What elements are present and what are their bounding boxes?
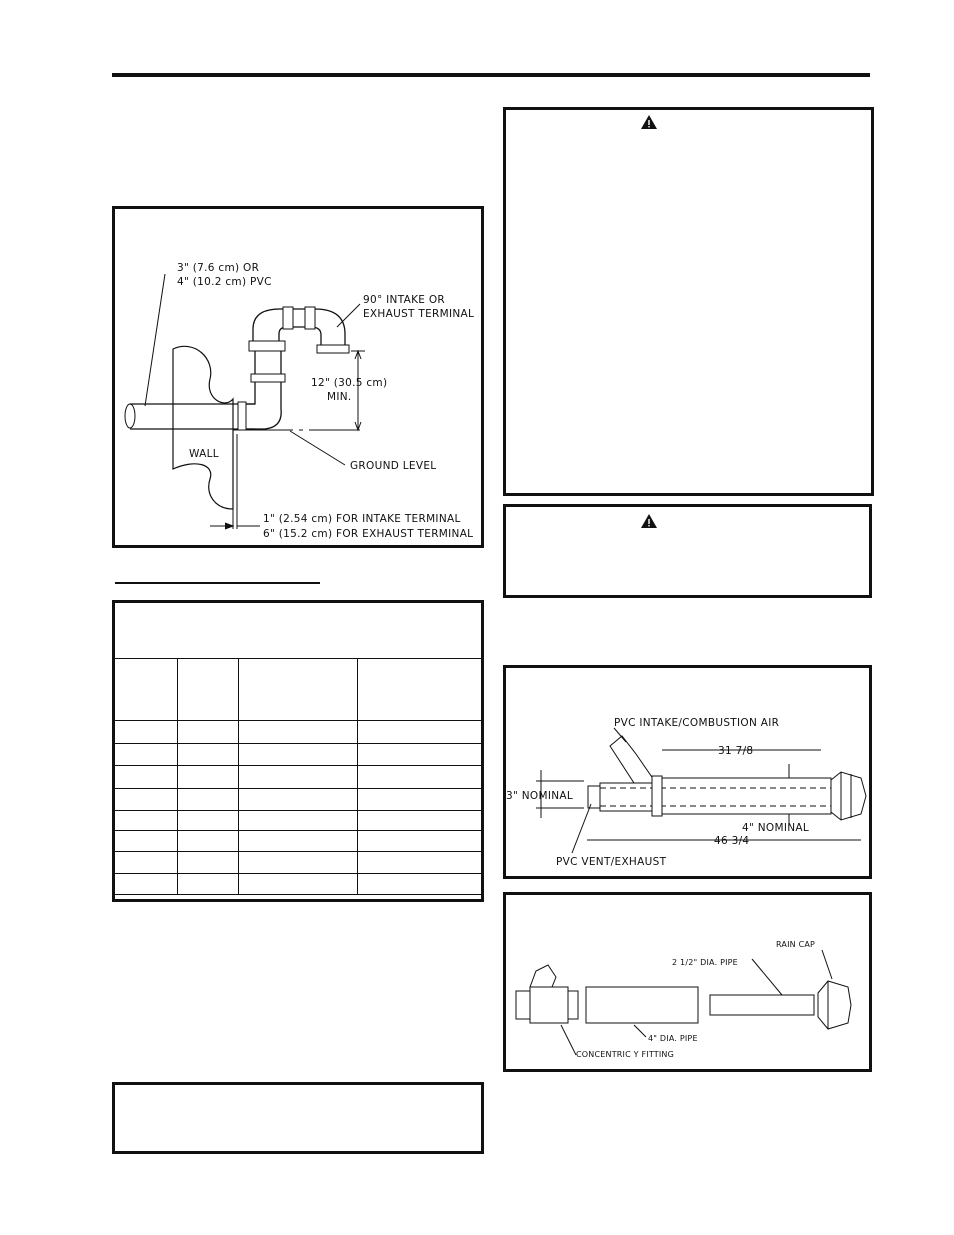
terminal-coupling-right	[304, 306, 316, 330]
large-pipe-label: 4" DIA. PIPE	[648, 1034, 698, 1043]
header-rule	[112, 73, 870, 77]
pipe-end	[124, 403, 136, 429]
table-row	[114, 788, 484, 811]
length-short-label: 31 7/8	[718, 745, 753, 757]
concentric-kit-drawing: RAIN CAP 2 1/2" DIA. PIPE 4" DIA. PIPE C…	[515, 940, 852, 1059]
small-pipe	[709, 994, 815, 1016]
caution-box	[503, 504, 872, 598]
rain-cap	[830, 771, 867, 821]
vent-exhaust-label: PVC VENT/EXHAUST	[556, 856, 667, 868]
terminal-label-2: EXHAUST TERMINAL	[363, 308, 474, 320]
table-header-row	[114, 658, 484, 721]
clearance-label-1: 12" (30.5 cm)	[311, 377, 387, 389]
pipe-coupling	[237, 401, 247, 431]
wall-section	[172, 345, 234, 510]
elbow-up	[246, 349, 282, 430]
rain-cap-label: RAIN CAP	[776, 940, 815, 949]
length-total-label: 46 3/4	[714, 835, 749, 847]
vent-length-table-box	[112, 600, 484, 902]
y-fitting-branch	[529, 964, 557, 988]
u-terminal	[252, 308, 346, 347]
outer-pipe	[655, 777, 832, 815]
table-row	[114, 743, 484, 766]
table-row	[114, 851, 484, 874]
intake-air-label: PVC INTAKE/COMBUSTION AIR	[614, 717, 779, 729]
warning-icon	[641, 115, 657, 129]
table-header-cell	[177, 658, 239, 721]
table-row	[114, 873, 484, 895]
clearance-label-2: MIN.	[327, 391, 352, 403]
terminal-label-1: 90° INTAKE OR	[363, 294, 445, 306]
concentric-kit-figure: RAIN CAP 2 1/2" DIA. PIPE 4" DIA. PIPE C…	[503, 892, 872, 1072]
table-header-cell	[238, 658, 358, 721]
y-fitting-label: CONCENTRIC Y FITTING	[576, 1050, 674, 1059]
ground-label: GROUND LEVEL	[350, 460, 436, 472]
small-pipe-label: 2 1/2" DIA. PIPE	[672, 958, 738, 967]
nominal-4-label: 4" NOMINAL	[742, 822, 809, 834]
table-row	[114, 830, 484, 852]
concentric-vent-figure: PVC INTAKE/COMBUSTION AIR 31 7/8 3" NOMI…	[503, 665, 872, 879]
y-fitting-inlet	[515, 990, 531, 1020]
exhaust-offset-label: 6" (15.2 cm) FOR EXHAUST TERMINAL	[263, 528, 473, 540]
sidewall-terminal-drawing: 3" (7.6 cm) OR 4" (10.2 cm) PVC 90° INTA…	[124, 262, 474, 545]
sidewall-terminal-figure: 3" (7.6 cm) OR 4" (10.2 cm) PVC 90° INTA…	[112, 206, 484, 548]
terminal-leader	[336, 303, 361, 328]
table-header-cell	[114, 658, 178, 721]
y-fitting-body	[529, 986, 569, 1024]
vent-length-table	[114, 658, 484, 895]
kit-rain-cap	[817, 980, 852, 1030]
table-row	[114, 765, 484, 789]
warning-box	[503, 107, 874, 496]
pipe-size-label-2: 4" (10.2 cm) PVC	[177, 276, 272, 288]
intake-offset-label: 1" (2.54 cm) FOR INTAKE TERMINAL	[263, 513, 461, 525]
caution-icon	[641, 514, 657, 528]
concentric-vent-drawing: PVC INTAKE/COMBUSTION AIR 31 7/8 3" NOMI…	[506, 717, 867, 868]
note-box	[112, 1082, 484, 1154]
nominal-3-label: 3" NOMINAL	[506, 790, 573, 802]
pipe-size-label-1: 3" (7.6 cm) OR	[177, 262, 259, 274]
table-row	[114, 720, 484, 744]
terminal-coupling-left	[282, 306, 294, 330]
riser-coupling	[250, 373, 286, 383]
upper-coupling	[248, 340, 286, 352]
section-underline	[115, 582, 320, 584]
intake-branch	[609, 735, 657, 784]
wall-label: WALL	[189, 448, 219, 460]
table-row	[114, 810, 484, 831]
table-header-cell	[357, 658, 484, 721]
terminal-mouth	[316, 344, 350, 354]
ground-leader	[289, 430, 346, 466]
large-pipe	[585, 986, 699, 1024]
pipe-leader	[144, 273, 166, 407]
